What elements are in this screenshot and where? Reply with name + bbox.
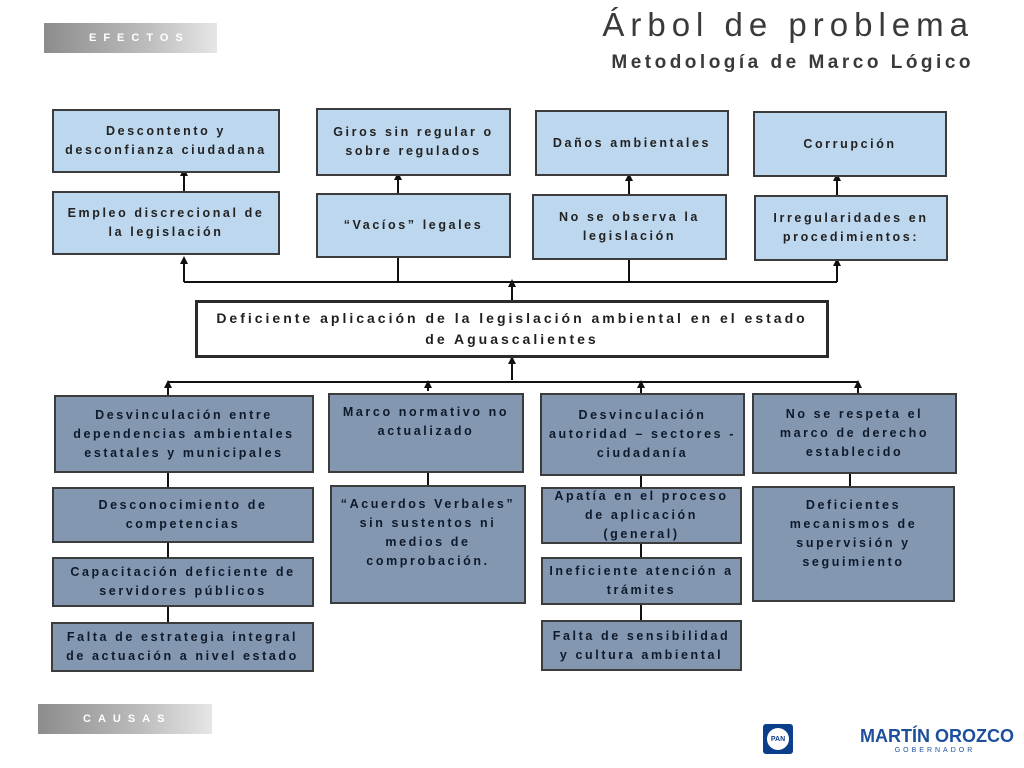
cause-falta-sensibilidad: Falta de sensibilidad y cultura ambienta… [541,620,742,671]
pan-logo-text: PAN [767,728,789,750]
page-title: Árbol de problema [602,6,974,43]
effect-no-se-observa: No se observa la legislación [532,194,727,260]
effect-descontento: Descontento y desconfianza ciudadana [52,109,280,173]
brand-name: MARTÍN OROZCO [860,726,1014,746]
effect-danos-ambientales: Daños ambientales [535,110,729,176]
cause-acuerdos-verbales: “Acuerdos Verbales” sin sustentos ni med… [330,485,526,604]
effects-label: EFECTOS [44,23,217,53]
causes-label: CAUSAS [38,704,212,734]
cause-desvinculacion-dependencias: Desvinculación entre dependencias ambien… [54,395,314,473]
effect-empleo-discrecional: Empleo discrecional de la legislación [52,191,280,255]
effect-giros: Giros sin regular o sobre regulados [316,108,511,176]
cause-falta-estrategia: Falta de estrategia integral de actuació… [51,622,314,672]
cause-desconocimiento-competencias: Desconocimiento de competencias [52,487,314,543]
central-problem: Deficiente aplicación de la legislación … [195,300,829,358]
cause-ineficiente-atencion: Ineficiente atención a trámites [541,557,742,605]
cause-no-se-respeta: No se respeta el marco de derecho establ… [752,393,957,474]
cause-desvinculacion-autoridad: Desvinculación autoridad – sectores - ci… [540,393,745,476]
pan-logo: PAN [763,724,793,754]
effect-corrupcion: Corrupción [753,111,947,177]
page-subtitle: Metodología de Marco Lógico [611,52,974,73]
cause-marco-normativo: Marco normativo no actualizado [328,393,524,473]
cause-apatia: Apatía en el proceso de aplicación (gene… [541,487,742,544]
effect-vacios-legales: “Vacíos” legales [316,193,511,258]
effect-irregularidades: Irregularidades en procedimientos: [754,195,948,261]
cause-capacitacion-deficiente: Capacitación deficiente de servidores pú… [52,557,314,607]
brand-subtitle: GOBERNADOR [894,747,976,754]
cause-deficientes-mecanismos: Deficientes mecanismos de supervisión y … [752,486,955,602]
